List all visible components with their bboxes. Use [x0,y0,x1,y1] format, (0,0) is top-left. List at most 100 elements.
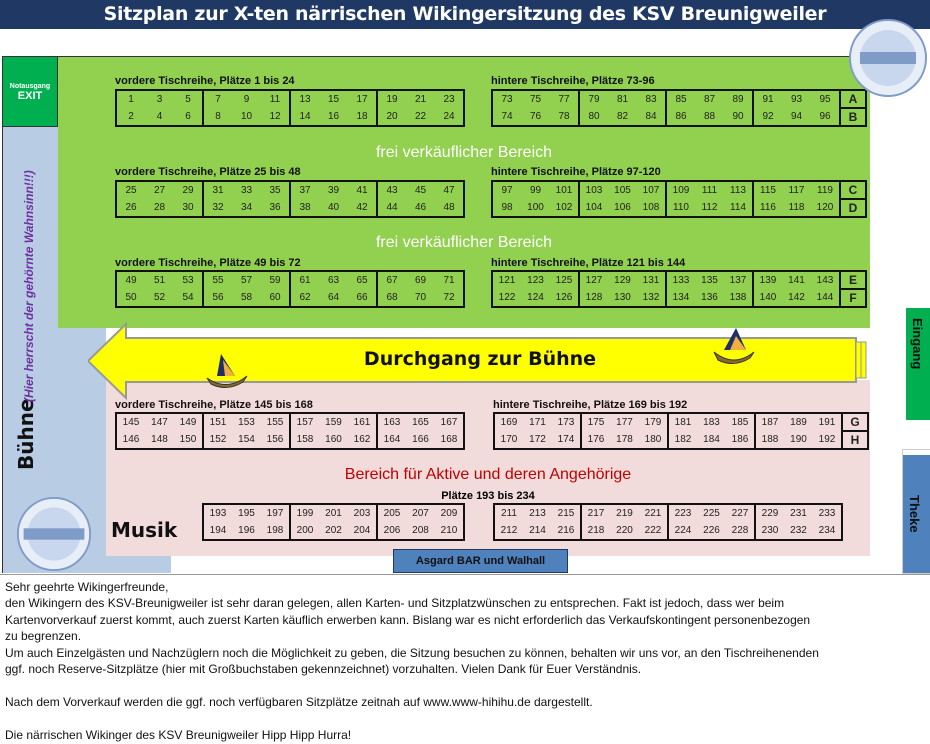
seat[interactable]: 20 [376,108,406,126]
seat[interactable]: 125 [555,275,573,286]
seat[interactable]: 116 [752,199,782,217]
seat[interactable]: 53 [182,275,194,286]
seat[interactable]: 4 [156,111,163,122]
seat[interactable]: 65 [356,275,368,286]
seat[interactable]: 84 [645,111,657,122]
seat[interactable]: 14 [289,108,319,126]
seat[interactable]: 24 [443,111,455,122]
seat[interactable]: 39 [327,185,340,196]
seat[interactable]: 171 [529,417,546,428]
seat[interactable]: 106 [614,202,631,213]
seat[interactable]: 69 [414,275,427,286]
seat[interactable]: 46 [414,202,427,213]
seat[interactable]: 144 [816,292,834,303]
seat[interactable]: 100 [527,202,544,213]
seat[interactable]: 160 [325,434,342,445]
seat[interactable]: 79 [578,90,608,108]
seat[interactable]: 200 [289,522,319,540]
reserve-seat[interactable]: D [839,198,867,218]
seat[interactable]: 22 [414,111,427,122]
seat[interactable]: 167 [440,417,458,428]
seat[interactable]: 223 [667,504,697,522]
seat[interactable]: 25 [125,185,137,196]
seat[interactable]: 212 [500,525,518,536]
seat[interactable]: 36 [269,202,281,213]
seat[interactable]: 77 [558,94,570,105]
seat[interactable]: 91 [752,90,782,108]
seat[interactable]: 170 [500,434,518,445]
seat[interactable]: 21 [414,94,427,105]
seat[interactable]: 87 [703,94,716,105]
seat[interactable]: 3 [156,94,163,105]
seat[interactable]: 114 [730,202,746,213]
seat[interactable]: 214 [529,525,546,536]
seat[interactable]: 96 [819,111,831,122]
seat[interactable]: 234 [818,525,836,536]
seat[interactable]: 190 [790,434,807,445]
seat[interactable]: 188 [754,431,784,449]
seat[interactable]: 112 [701,202,718,213]
seat[interactable]: 59 [269,275,281,286]
seat[interactable]: 166 [412,434,429,445]
seat[interactable]: 105 [614,185,631,196]
seat[interactable]: 11 [269,94,281,105]
seat[interactable]: 80 [578,108,608,126]
seat[interactable]: 74 [501,111,513,122]
seat[interactable]: 109 [665,181,695,199]
seat[interactable]: 49 [125,275,137,286]
seat[interactable]: 26 [125,202,137,213]
seat[interactable]: 165 [412,417,429,428]
seat[interactable]: 50 [125,292,137,303]
seat[interactable]: 35 [269,185,281,196]
seat[interactable]: 129 [614,275,631,286]
seat[interactable]: 158 [289,431,319,449]
seat[interactable]: 138 [729,292,747,303]
seat[interactable]: 213 [529,508,546,519]
seat[interactable]: 88 [703,111,716,122]
seat[interactable]: 217 [580,504,610,522]
seat[interactable]: 211 [501,508,517,519]
seat[interactable]: 197 [266,508,284,519]
seat[interactable]: 133 [665,271,695,289]
seat[interactable]: 17 [356,94,368,105]
seat[interactable]: 209 [440,508,458,519]
seat[interactable]: 201 [325,508,342,519]
seat[interactable]: 13 [289,90,319,108]
seat[interactable]: 163 [376,413,406,431]
seat[interactable]: 126 [555,292,573,303]
seat[interactable]: 48 [443,202,455,213]
seat[interactable]: 73 [501,94,513,105]
seat[interactable]: 41 [356,185,368,196]
seat[interactable]: 19 [376,90,406,108]
seat[interactable]: 148 [151,434,168,445]
seat[interactable]: 145 [122,417,140,428]
seat[interactable]: 118 [788,202,805,213]
seat[interactable]: 38 [289,199,319,217]
seat[interactable]: 141 [788,275,805,286]
seat[interactable]: 124 [527,292,544,303]
seat[interactable]: 184 [703,434,720,445]
seat[interactable]: 226 [703,525,720,536]
seat[interactable]: 231 [790,508,807,519]
seat[interactable]: 83 [645,94,657,105]
seat[interactable]: 152 [202,431,232,449]
seat[interactable]: 34 [240,202,253,213]
seat[interactable]: 194 [209,525,227,536]
reserve-seat[interactable]: A [839,89,867,109]
seat[interactable]: 101 [555,185,573,196]
seat[interactable]: 142 [788,292,805,303]
seat[interactable]: 204 [353,525,371,536]
seat[interactable]: 183 [703,417,720,428]
seat[interactable]: 130 [614,292,631,303]
seat[interactable]: 47 [443,185,455,196]
seat[interactable]: 2 [128,111,134,122]
seat[interactable]: 61 [289,271,319,289]
seat[interactable]: 147 [151,417,168,428]
seat[interactable]: 216 [557,525,575,536]
seat[interactable]: 224 [667,522,697,540]
seat[interactable]: 55 [202,271,232,289]
seat[interactable]: 70 [414,292,427,303]
seat[interactable]: 218 [580,522,610,540]
seat[interactable]: 227 [731,508,749,519]
seat[interactable]: 117 [788,185,805,196]
